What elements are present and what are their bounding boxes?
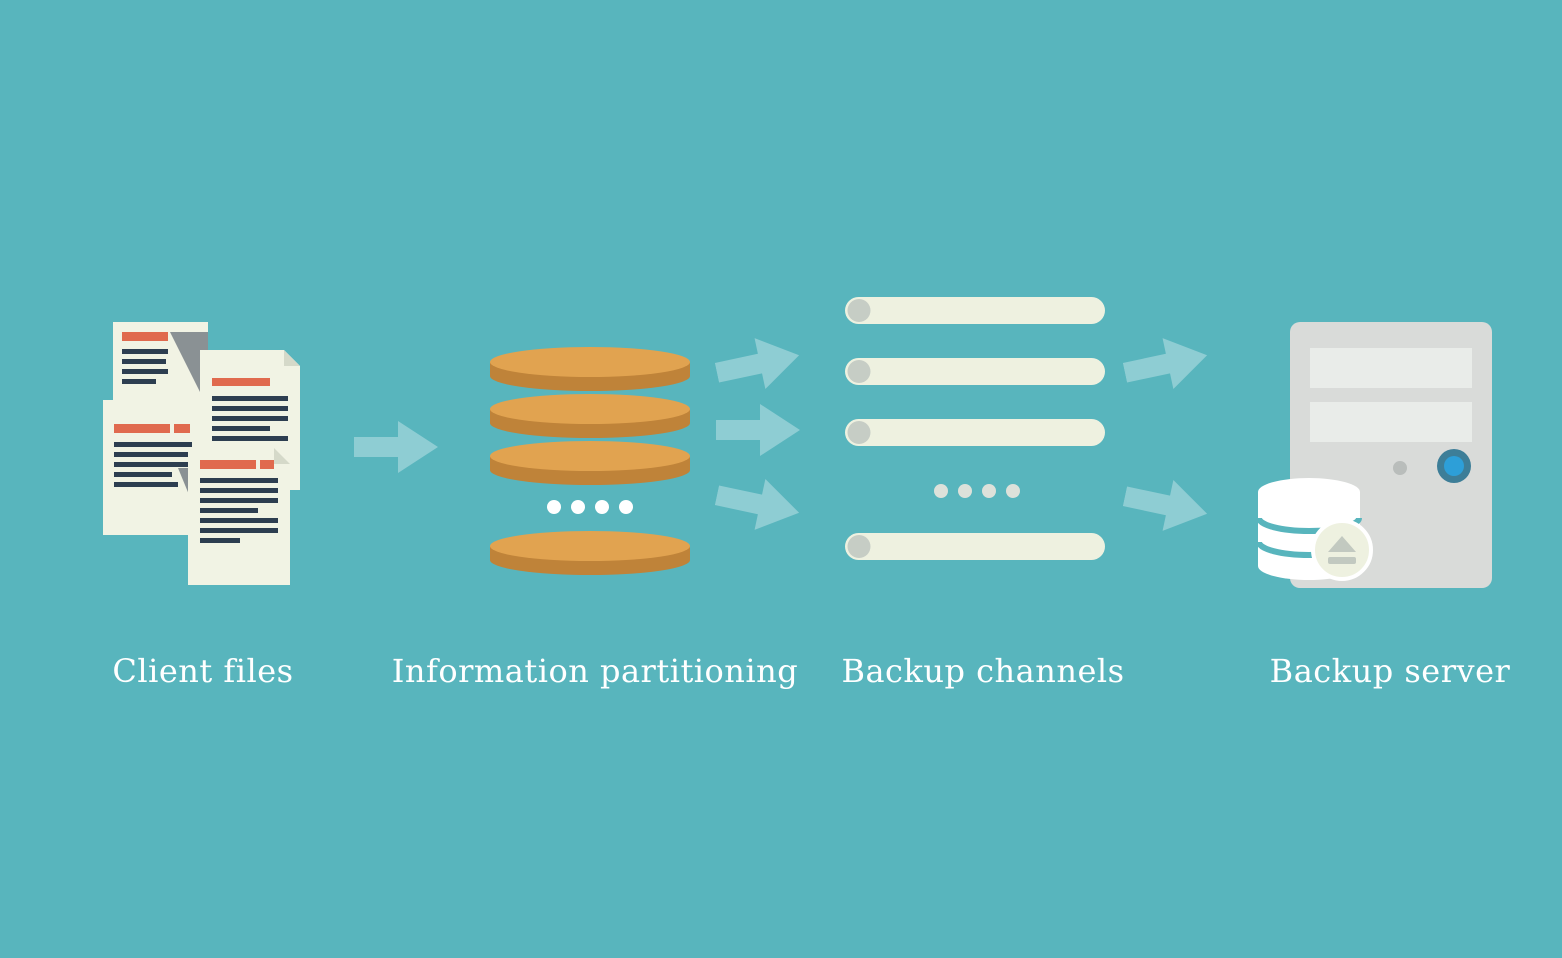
upload-badge-icon bbox=[1311, 519, 1373, 581]
channel-tubes-icon bbox=[845, 297, 1105, 560]
server-tower-icon bbox=[1258, 322, 1492, 588]
stage-label-backup-channels: Backup channels bbox=[841, 652, 1125, 690]
document-shadow bbox=[170, 332, 208, 408]
right-arrow-icon bbox=[716, 404, 800, 456]
stage-label-backup-server: Backup server bbox=[1269, 652, 1511, 690]
stage-label-client-files: Client files bbox=[112, 652, 294, 690]
right-arrow-icon bbox=[354, 421, 438, 473]
status-led bbox=[1437, 449, 1471, 483]
right-arrow-icon bbox=[714, 478, 800, 530]
partition-disc bbox=[490, 347, 690, 391]
partition-disc bbox=[490, 531, 690, 575]
channel-tube bbox=[845, 358, 1105, 385]
channel-tube bbox=[845, 297, 1105, 324]
right-arrow-icon bbox=[1122, 338, 1208, 390]
folded-corner bbox=[274, 448, 290, 464]
documents-stack-icon bbox=[103, 322, 300, 585]
ellipsis-dots bbox=[934, 484, 1020, 498]
document bbox=[103, 400, 203, 535]
right-arrow-icon bbox=[714, 338, 800, 390]
folded-corner bbox=[284, 350, 300, 366]
partition-disc bbox=[490, 394, 690, 438]
drive-bay bbox=[1310, 348, 1472, 388]
channel-tube bbox=[845, 533, 1105, 560]
document bbox=[188, 448, 290, 585]
drive-bay bbox=[1310, 402, 1472, 442]
power-button bbox=[1393, 461, 1407, 475]
stage-label-information-partitioning: Information partitioning bbox=[391, 652, 799, 690]
ellipsis-dots bbox=[547, 500, 633, 514]
partition-disc bbox=[490, 441, 690, 485]
right-arrow-icon bbox=[1122, 479, 1208, 531]
disc-stack-icon bbox=[490, 347, 690, 575]
channel-tube bbox=[845, 419, 1105, 446]
